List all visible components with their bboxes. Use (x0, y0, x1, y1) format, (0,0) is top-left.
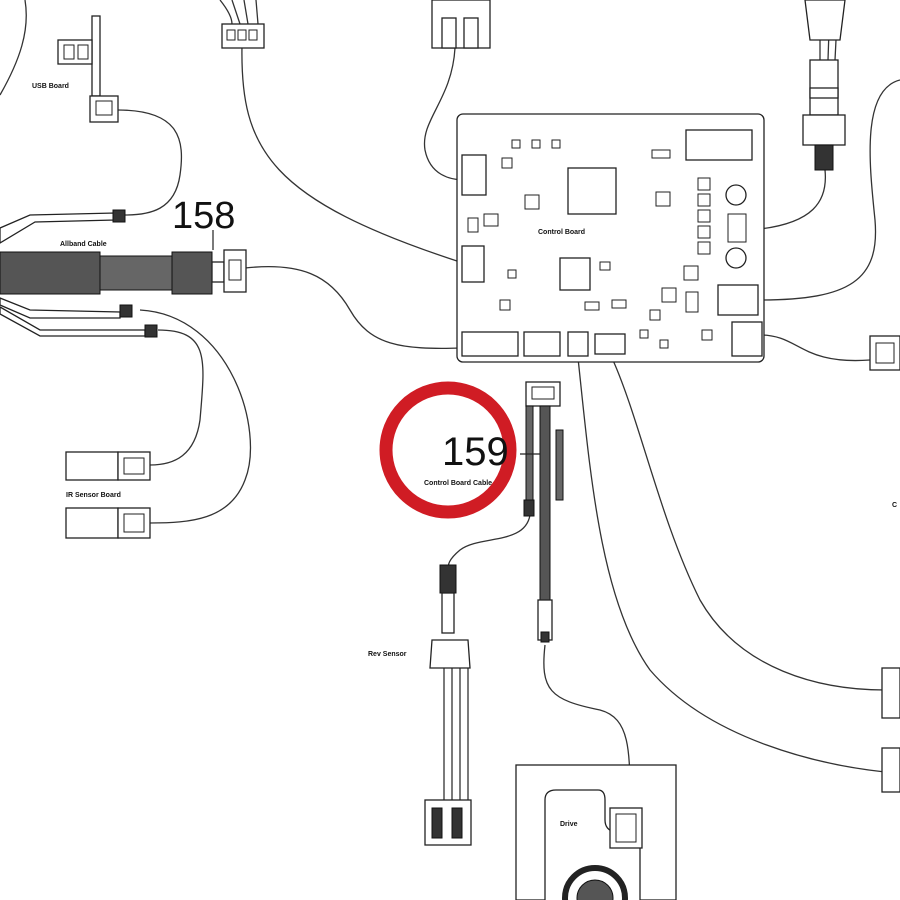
right-connectors (869, 335, 900, 793)
usb-board (57, 15, 119, 123)
right-edge-mark: C (892, 502, 897, 509)
callout-159: 159 (442, 430, 509, 474)
control-board-label: Control Board (538, 229, 585, 236)
usb-board-label: USB Board (32, 83, 69, 90)
top-left-connector (221, 23, 265, 49)
ir-sensor-board-upper (65, 451, 151, 481)
ir-sensor-board-lower (65, 507, 151, 539)
ir-sensor-board-label: IR Sensor Board (66, 492, 121, 499)
drive-label: Drive (560, 821, 578, 828)
allband-cable (0, 209, 247, 338)
callout-158: 158 (172, 195, 235, 237)
top-middle-connector (431, 0, 491, 49)
control-board-cable (523, 381, 564, 643)
rev-sensor (424, 564, 472, 846)
control-board (456, 113, 765, 363)
top-right-harness (802, 0, 846, 171)
rev-sensor-label: Rev Sensor (368, 651, 407, 658)
allband-cable-label: Allband Cable (60, 241, 107, 248)
wires (0, 0, 900, 806)
drive-assembly (515, 764, 677, 900)
control-board-cable-label: Control Board Cable (424, 480, 492, 487)
highlight-ring (379, 381, 517, 519)
